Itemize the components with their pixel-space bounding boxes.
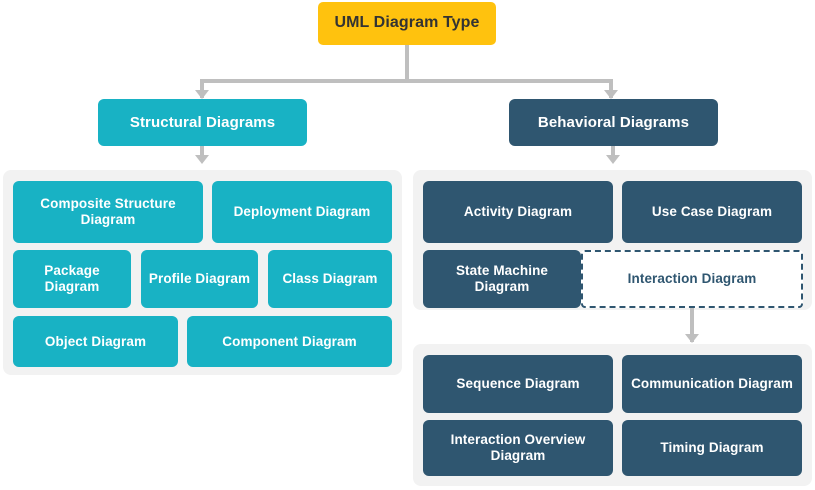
node-activity-diagram[interactable]: Activity Diagram [423,181,613,243]
node-composite-structure-diagram[interactable]: Composite Structure Diagram [13,181,203,243]
arrowhead-interaction-subgroup [685,334,699,343]
node-object-diagram[interactable]: Object Diagram [13,316,178,367]
node-sequence-diagram[interactable]: Sequence Diagram [423,355,613,413]
arrowhead-to-structural [195,90,209,99]
node-package-diagram[interactable]: Package Diagram [13,250,131,308]
node-behavioral-diagrams[interactable]: Behavioral Diagrams [509,99,718,146]
node-interaction-diagram[interactable]: Interaction Diagram [581,250,803,308]
panel-interaction-diagrams: Sequence Diagram Communication Diagram I… [413,344,812,486]
node-use-case-diagram[interactable]: Use Case Diagram [622,181,802,243]
node-communication-diagram[interactable]: Communication Diagram [622,355,802,413]
connector-to-structural [200,79,204,98]
connector-to-behavioral [609,79,613,98]
connector-interaction-stem [690,308,694,342]
connector-root-stem [405,45,409,83]
node-structural-diagrams[interactable]: Structural Diagrams [98,99,307,146]
arrowhead-structural-panel [195,155,209,164]
connector-behavioral-stem [611,146,615,161]
arrowhead-to-behavioral [604,90,618,99]
node-deployment-diagram[interactable]: Deployment Diagram [212,181,392,243]
arrowhead-behavioral-panel [606,155,620,164]
panel-structural-diagrams: Composite Structure Diagram Deployment D… [3,170,402,375]
node-component-diagram[interactable]: Component Diagram [187,316,392,367]
node-uml-diagram-type[interactable]: UML Diagram Type [318,2,496,45]
node-interaction-overview-diagram[interactable]: Interaction Overview Diagram [423,420,613,476]
connector-structural-stem [200,146,204,161]
node-timing-diagram[interactable]: Timing Diagram [622,420,802,476]
node-state-machine-diagram[interactable]: State Machine Diagram [423,250,581,308]
node-class-diagram[interactable]: Class Diagram [268,250,392,308]
node-profile-diagram[interactable]: Profile Diagram [141,250,258,308]
connector-root-bar [200,79,613,83]
